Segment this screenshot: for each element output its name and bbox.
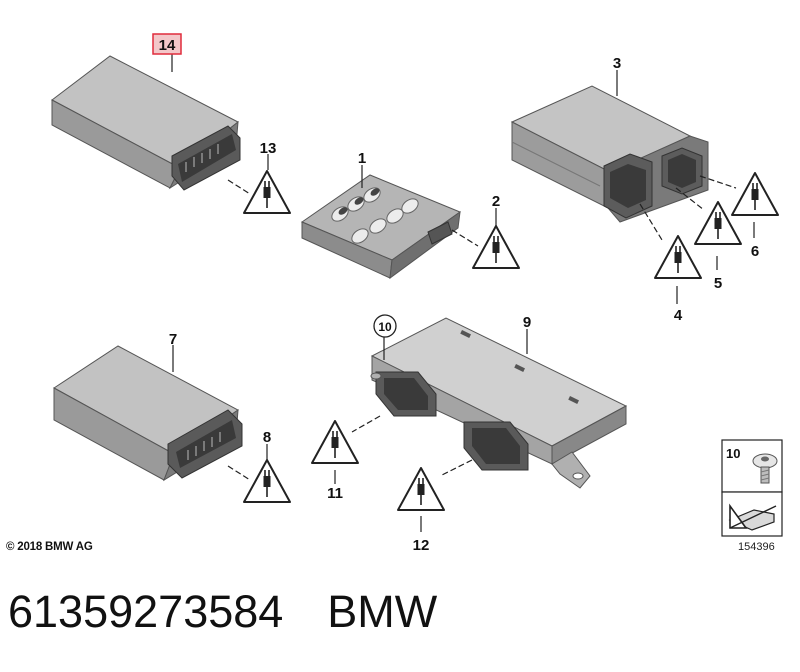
footer: 61359273584 BMW [8,586,437,646]
callout-2[interactable]: 2 [492,193,500,210]
callout-13[interactable]: 13 [260,140,277,157]
connector-warning-icon-6 [731,172,779,216]
screw-icon [752,453,778,484]
leader-lines [171,54,755,532]
part-number: 61359273584 [8,586,284,637]
highlight-box-14 [152,33,182,55]
connector-warning-icon-13 [243,170,291,214]
callout-10[interactable]: 10 [378,320,392,334]
connector-warning-icon-2 [472,225,520,269]
module-1 [300,174,462,280]
connector-warning-icon-4 [654,235,702,279]
relay-block-3 [510,85,709,223]
callout-3[interactable]: 3 [613,55,621,72]
callout-4[interactable]: 4 [674,307,683,324]
callout-12[interactable]: 12 [413,537,430,554]
copyright-notice: © 2018 BMW AG [6,541,93,553]
parts-diagram: 14 13 1 2 3 4 5 6 7 8 9 10 11 12 10 [51,33,783,554]
connector-warning-icon-11 [311,420,359,464]
control-unit-14 [51,55,241,191]
callout-5[interactable]: 5 [714,275,722,292]
callout-14[interactable]: 14 [159,37,176,54]
diagram-id: 154396 [738,541,775,553]
callout-8[interactable]: 8 [263,429,271,446]
legend-item-number: 10 [726,446,740,461]
legend-box: 10 [721,439,783,537]
control-unit-7 [53,345,243,482]
callout-10-circle [373,314,397,338]
callout-9[interactable]: 9 [523,314,531,331]
brand-name: BMW [327,586,438,637]
callout-6[interactable]: 6 [751,243,759,260]
callout-1[interactable]: 1 [358,150,366,167]
direction-arrow-icon [728,503,777,531]
callout-11[interactable]: 11 [327,485,343,502]
connector-warning-icon-8 [243,459,291,503]
connector-warning-icon-12 [397,467,445,511]
control-unit-9 [370,317,628,489]
callout-7[interactable]: 7 [169,331,177,348]
